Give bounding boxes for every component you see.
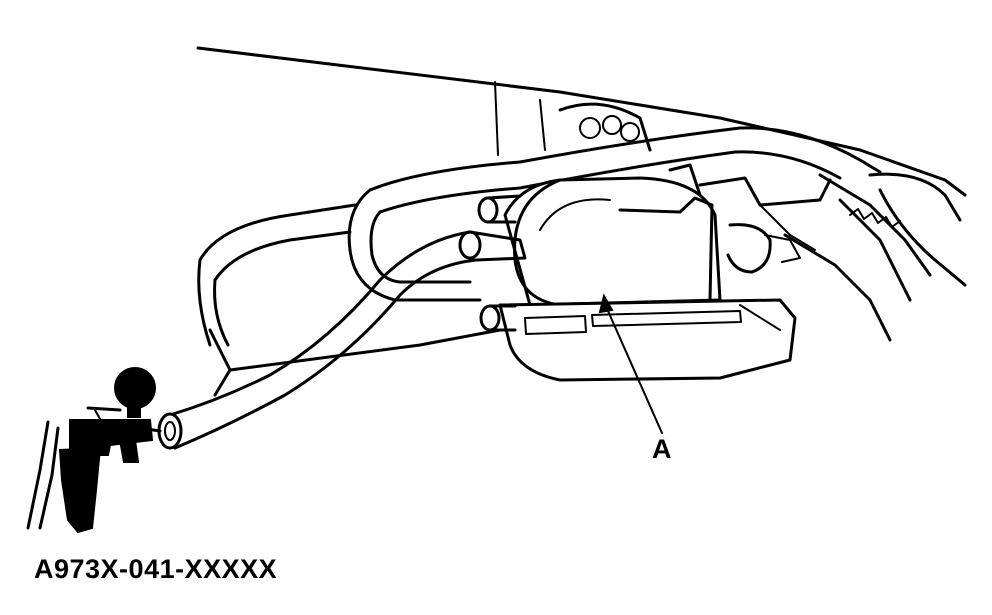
upper-hose bbox=[368, 126, 882, 214]
callout-label-a: A bbox=[652, 434, 672, 464]
callout-a-leader bbox=[598, 293, 663, 434]
background-components bbox=[208, 102, 967, 397]
left-loop-hose bbox=[197, 188, 482, 347]
canister-assembly bbox=[458, 163, 832, 382]
part-number-label: A973X-041-XXXXX bbox=[34, 554, 278, 584]
vacuum-pump bbox=[26, 367, 162, 534]
